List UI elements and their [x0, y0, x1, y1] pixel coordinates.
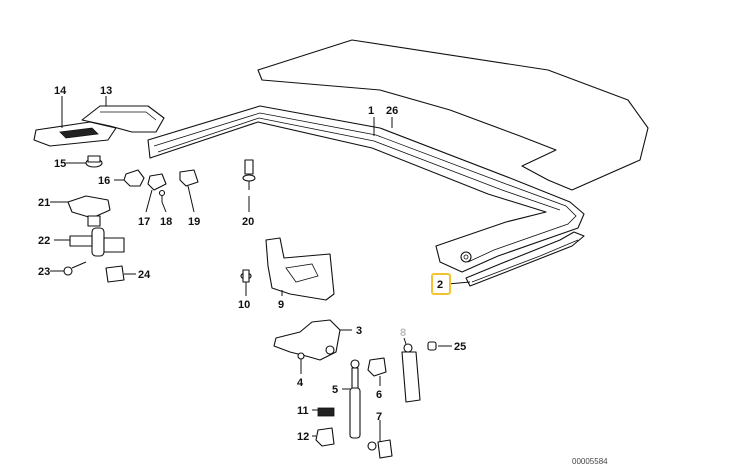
- callout-19[interactable]: 19: [188, 216, 200, 228]
- reference-number: 00005584: [572, 457, 608, 465]
- part-15-clip[interactable]: [85, 155, 103, 168]
- part-17-clip[interactable]: [147, 173, 167, 191]
- part-21-knob[interactable]: [67, 195, 111, 227]
- callout-2[interactable]: 2: [437, 279, 443, 291]
- callout-24[interactable]: 24: [138, 269, 151, 281]
- callout-23[interactable]: 23: [38, 266, 50, 278]
- part-12-clip[interactable]: [315, 427, 335, 447]
- callout-5[interactable]: 5: [332, 384, 338, 396]
- callout-2-highlight[interactable]: [431, 273, 451, 295]
- callout-1[interactable]: 1: [368, 105, 374, 117]
- callout-14[interactable]: 14: [54, 85, 67, 97]
- part-5-gas-strut[interactable]: [349, 359, 377, 451]
- part-8-damper[interactable]: [401, 343, 421, 403]
- callout-25[interactable]: 25: [454, 341, 466, 353]
- callout-11[interactable]: 11: [297, 405, 309, 417]
- callout-7[interactable]: 7: [376, 411, 382, 423]
- callout-22[interactable]: 22: [38, 235, 50, 247]
- part-11-pad[interactable]: [317, 407, 335, 417]
- callout-20[interactable]: 20: [242, 216, 254, 228]
- part-4-screw[interactable]: [297, 352, 305, 368]
- callout-6[interactable]: 6: [376, 389, 382, 401]
- part-23-screw[interactable]: [63, 261, 87, 276]
- part-26-cover-panel[interactable]: [257, 39, 649, 191]
- callout-18[interactable]: 18: [160, 216, 172, 228]
- part-18-screw[interactable]: [158, 189, 166, 203]
- part-19-clip[interactable]: [179, 169, 199, 187]
- part-9-bracket[interactable]: [265, 237, 335, 301]
- callout-16[interactable]: 16: [98, 175, 110, 187]
- part-20-stud[interactable]: [242, 159, 256, 190]
- callout-10[interactable]: 10: [238, 299, 250, 311]
- callout-3[interactable]: 3: [356, 325, 362, 337]
- callout-9[interactable]: 9: [278, 299, 284, 311]
- callout-13[interactable]: 13: [100, 85, 112, 97]
- callout-17[interactable]: 17: [138, 216, 150, 228]
- part-22-hinge[interactable]: [69, 227, 125, 257]
- callout-labels: 1 26 2 3 4 5 6 7 8 9 10 11 12 13 14 15 1…: [38, 85, 466, 443]
- part-14-cover-plate[interactable]: [33, 121, 117, 147]
- callout-21[interactable]: 21: [38, 197, 50, 209]
- callout-8[interactable]: 8: [400, 327, 406, 339]
- callout-15[interactable]: 15: [54, 158, 66, 170]
- part-7-bracket[interactable]: [377, 439, 393, 459]
- callout-4[interactable]: 4: [297, 377, 304, 389]
- part-1-frame[interactable]: [147, 105, 585, 273]
- part-10-pin[interactable]: [240, 269, 252, 290]
- part-24-clip[interactable]: [105, 265, 125, 283]
- callout-26[interactable]: 26: [386, 105, 398, 117]
- callout-12[interactable]: 12: [297, 431, 309, 443]
- part-2-seal-strip[interactable]: [465, 231, 585, 287]
- part-3-hinge-bracket[interactable]: [273, 319, 341, 361]
- part-16-clip[interactable]: [123, 169, 145, 187]
- part-6-bushing[interactable]: [367, 357, 387, 377]
- part-25-cap[interactable]: [427, 341, 437, 351]
- leader-lines: [50, 96, 471, 442]
